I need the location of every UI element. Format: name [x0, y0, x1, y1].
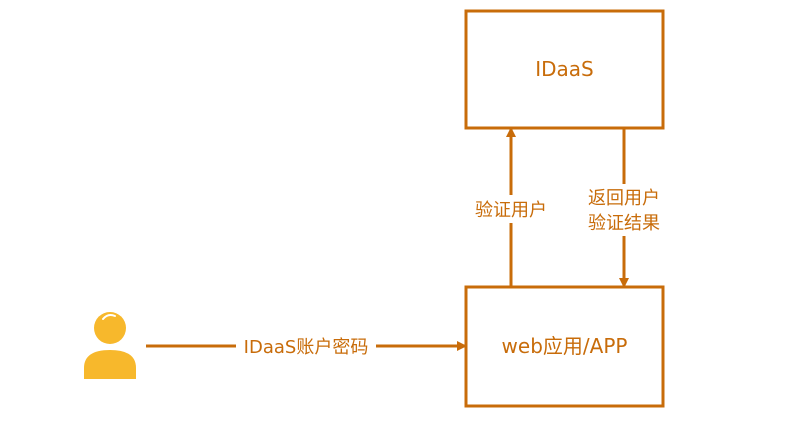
idaas-node: IDaaS	[464, 9, 665, 130]
edge-user-to-app: IDaaS账户密码	[146, 333, 467, 359]
idaas-box	[464, 9, 665, 130]
return-result-label-line2: 验证结果	[588, 213, 660, 234]
edge-app-to-idaas: 验证用户	[470, 127, 552, 287]
edge-label-bg	[236, 333, 376, 359]
return-result-label-line1: 返回用户	[588, 188, 660, 209]
verify-user-label: 验证用户	[475, 200, 547, 221]
app-node: web应用/APP	[464, 285, 665, 408]
user-body	[84, 350, 136, 379]
edge-label-bg	[583, 184, 665, 236]
credentials-label: IDaaS账户密码	[244, 337, 369, 358]
edge-idaas-to-app: 返回用户 验证结果	[583, 128, 665, 288]
edge-label-bg	[470, 195, 552, 223]
user-icon	[84, 312, 136, 379]
idaas-label: IDaaS	[535, 57, 594, 81]
user-head-highlight	[102, 314, 116, 320]
app-label: web应用/APP	[502, 334, 628, 358]
user-head	[94, 312, 126, 344]
